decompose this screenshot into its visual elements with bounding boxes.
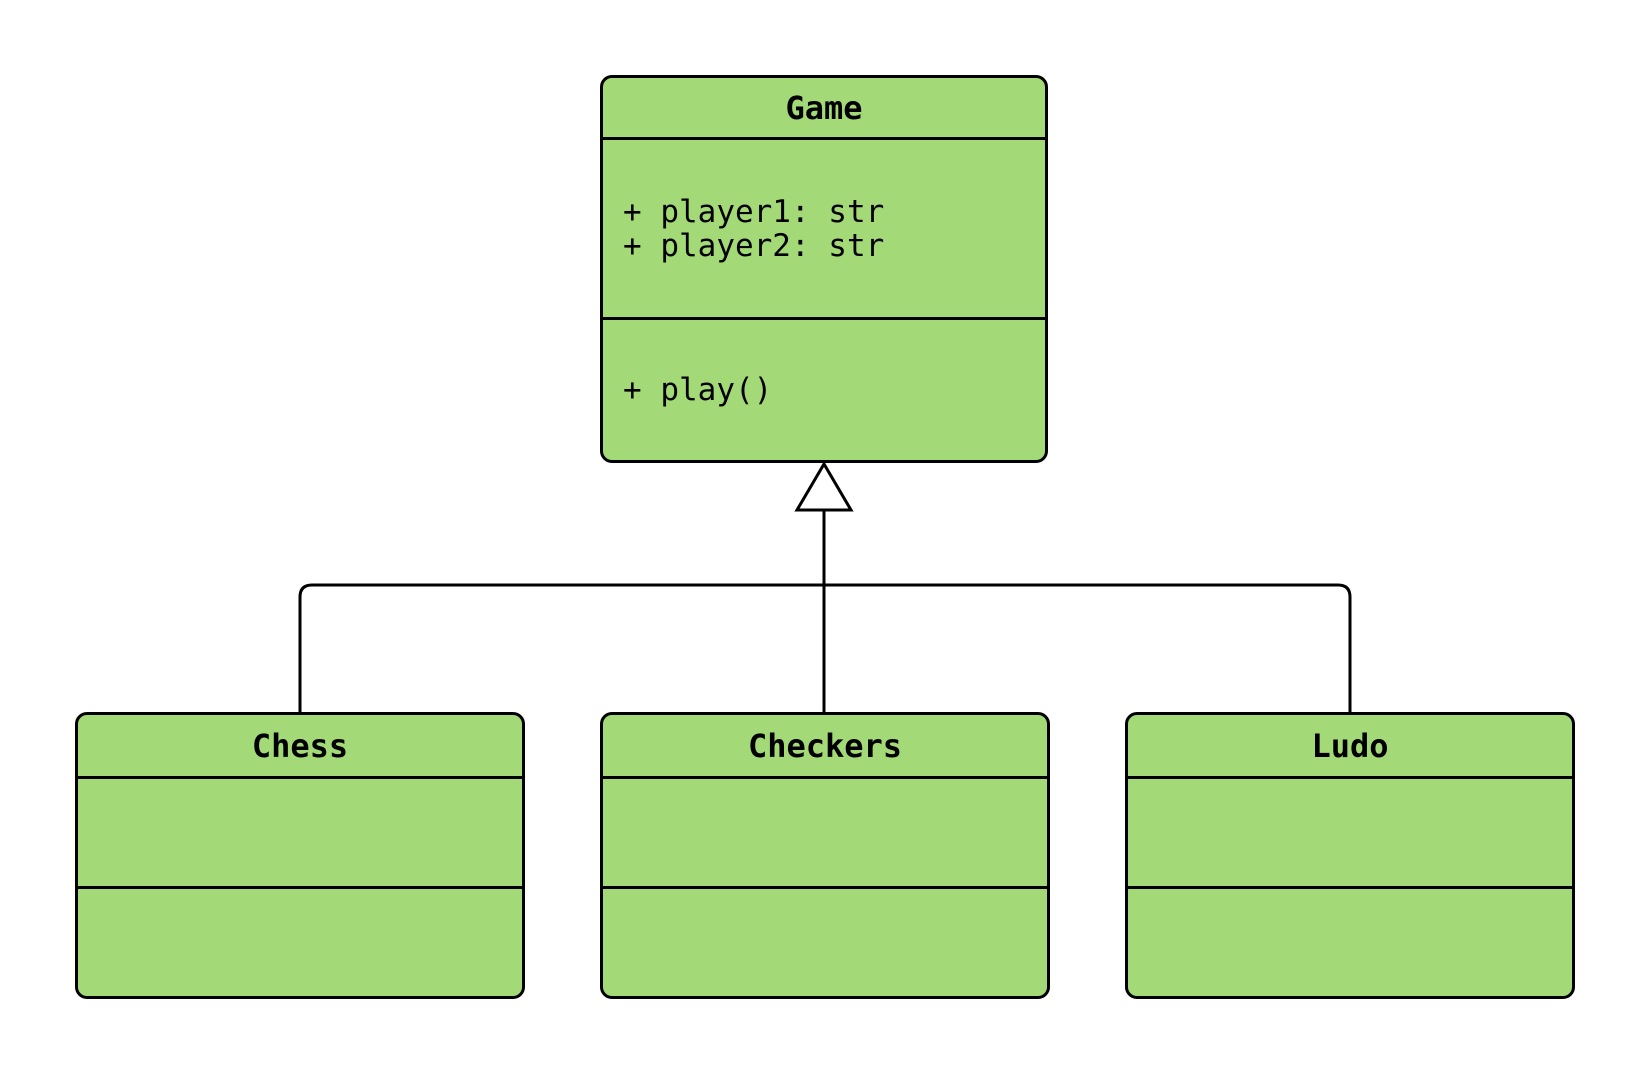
class-game-methods: + play()	[603, 317, 1045, 460]
class-chess-attributes	[78, 776, 522, 886]
class-chess-title: Chess	[251, 726, 349, 765]
class-checkers-attributes	[603, 776, 1047, 886]
method-line: + play()	[623, 372, 773, 408]
class-game: Game + player1: str + player2: str + pla…	[600, 75, 1048, 463]
class-checkers-title: Checkers	[747, 726, 903, 765]
class-ludo-attributes	[1128, 776, 1572, 886]
class-checkers: Checkers	[600, 712, 1050, 999]
class-ludo: Ludo	[1125, 712, 1575, 999]
class-ludo-title: Ludo	[1311, 726, 1389, 765]
class-ludo-methods	[1128, 886, 1572, 996]
connector-bus-chess-ludo	[298, 583, 1352, 712]
class-chess: Chess	[75, 712, 525, 999]
class-game-title: Game	[785, 88, 863, 127]
inheritance-arrow-icon	[794, 461, 854, 512]
class-chess-methods	[78, 886, 522, 996]
attribute-line: + player1: str	[623, 193, 885, 230]
attribute-line: + player2: str	[623, 227, 885, 264]
class-checkers-methods	[603, 886, 1047, 996]
class-game-attributes: + player1: str + player2: str	[603, 137, 1045, 317]
